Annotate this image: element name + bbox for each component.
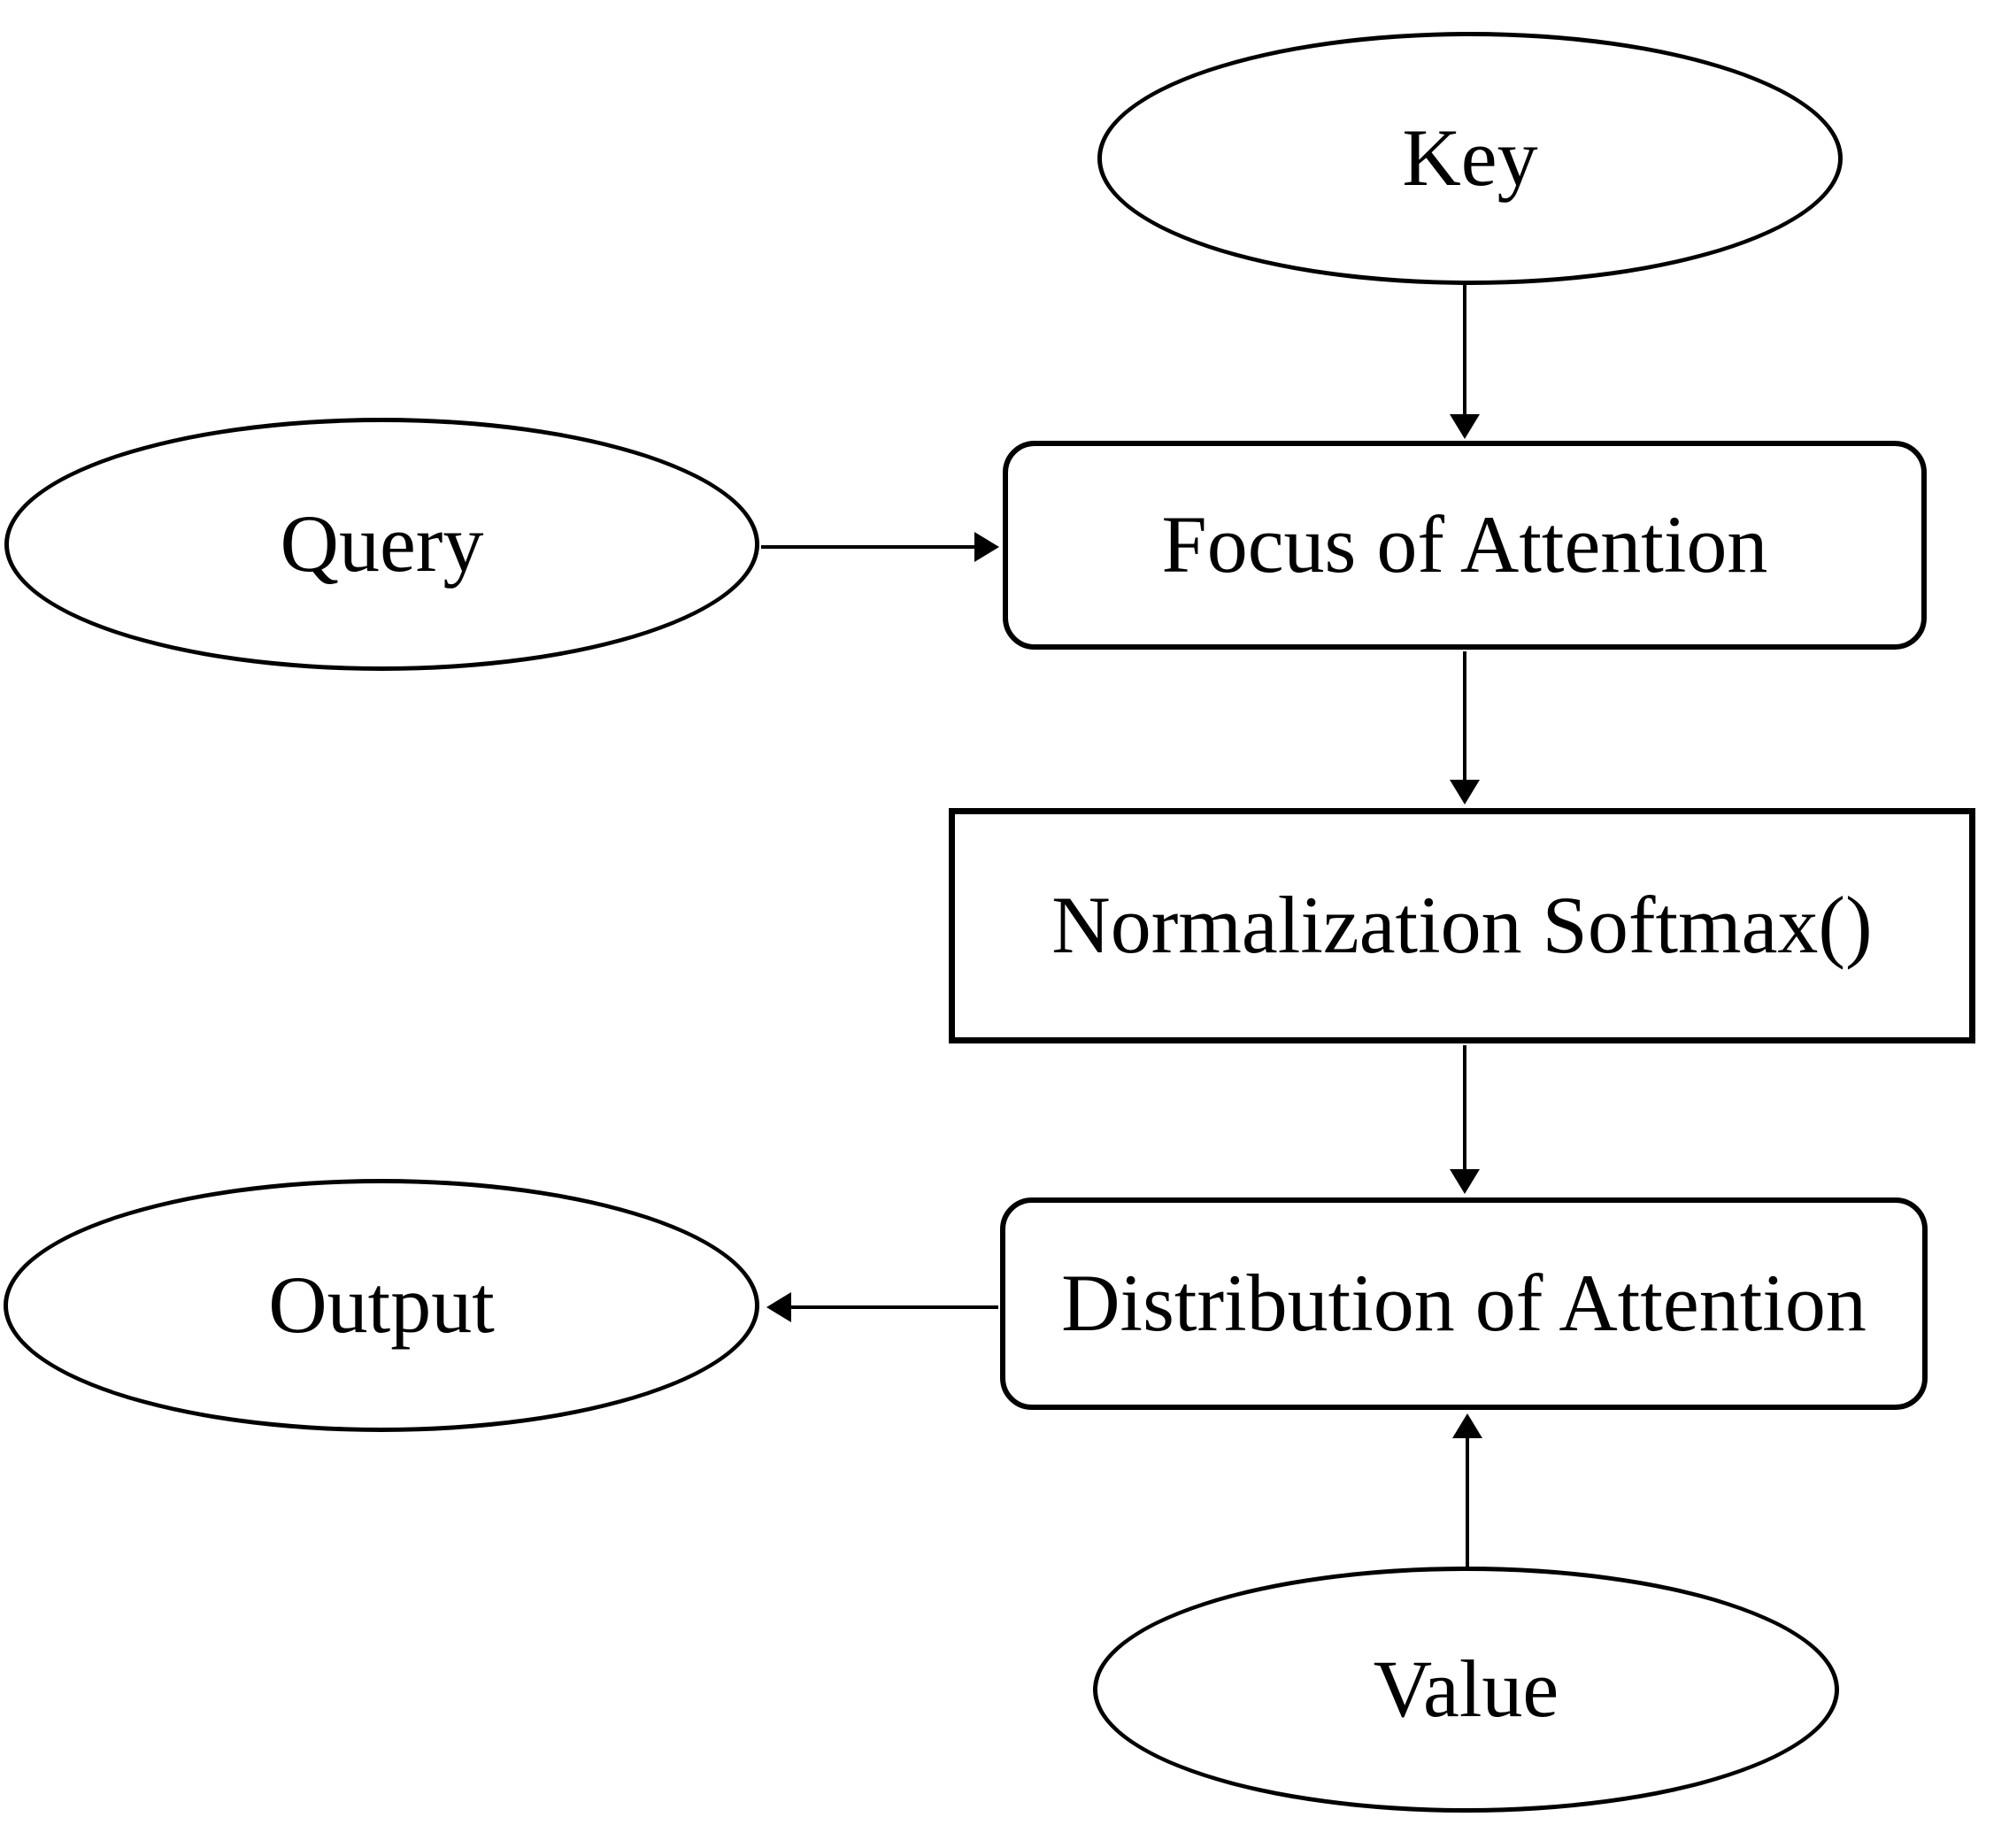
node-query-label: Query (280, 498, 484, 589)
node-focus-of-attention-label: Focus of Attention (1161, 499, 1768, 590)
node-output: Output (4, 1179, 759, 1432)
node-normalization-softmax: Normalization Softmax() (949, 808, 1975, 1043)
node-key-label: Key (1402, 112, 1538, 204)
node-value: Value (1093, 1567, 1839, 1813)
node-output-label: Output (268, 1259, 495, 1351)
node-focus-of-attention: Focus of Attention (1003, 441, 1927, 650)
node-query: Query (4, 418, 759, 671)
node-distribution-of-attention: Distribution of Attention (1000, 1197, 1928, 1410)
node-distribution-of-attention-label: Distribution of Attention (1061, 1258, 1867, 1349)
node-value-label: Value (1373, 1644, 1559, 1735)
node-normalization-softmax-label: Normalization Softmax() (1051, 880, 1873, 971)
node-key: Key (1097, 32, 1843, 285)
